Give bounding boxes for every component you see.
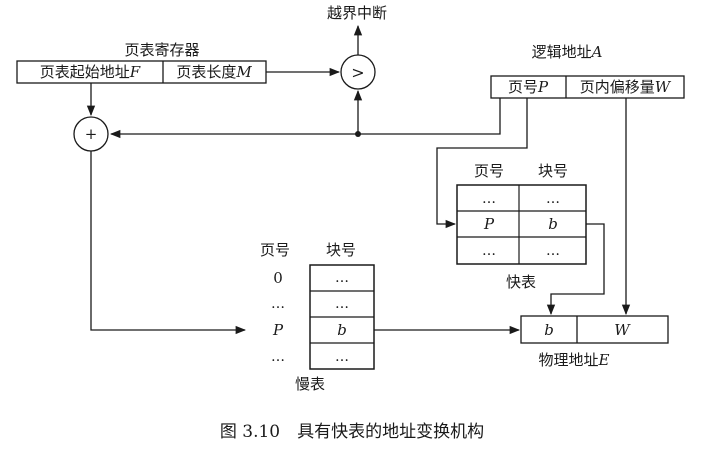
physical-offset-field: W bbox=[614, 321, 631, 339]
slow-table bbox=[309, 264, 375, 370]
comparator-symbol: > bbox=[351, 63, 364, 82]
slow-table-row-block: … bbox=[335, 296, 349, 312]
comparator: > bbox=[340, 54, 376, 90]
fast-table-row-block: … bbox=[546, 191, 560, 207]
fast-table bbox=[456, 184, 587, 265]
slow-table-caption: 慢表 bbox=[295, 375, 325, 393]
logical-offset-field: 页内偏移量W bbox=[580, 78, 672, 96]
overflow-interrupt-label: 越界中断 bbox=[327, 4, 387, 22]
fast-table-row-block: b bbox=[548, 215, 558, 233]
slow-table-row-page: … bbox=[271, 349, 285, 365]
connector-lines bbox=[86, 24, 631, 335]
adder-symbol: + bbox=[85, 125, 98, 143]
slow-table-row-block: b bbox=[337, 321, 347, 339]
logical-address-title: 逻辑地址A bbox=[532, 43, 603, 61]
slow-table-row-page: … bbox=[271, 296, 285, 312]
fast-table-row-block: … bbox=[546, 243, 560, 259]
register-start-address-field: 页表起始地址F bbox=[40, 63, 141, 81]
page-table-register-title: 页表寄存器 bbox=[124, 41, 199, 59]
fast-table-col-page: 页号 bbox=[474, 162, 504, 180]
fast-table-row-page: … bbox=[482, 243, 496, 259]
slow-table-col-page: 页号 bbox=[260, 241, 290, 259]
adder: + bbox=[73, 116, 109, 152]
slow-table-row-block: … bbox=[335, 270, 349, 286]
figure-caption: 图 3.10 具有快表的地址变换机构 bbox=[220, 422, 484, 442]
physical-block-field: b bbox=[544, 321, 554, 339]
slow-table-row-page: 0 bbox=[273, 269, 283, 287]
logical-address bbox=[490, 75, 685, 99]
fast-table-row-page: P bbox=[483, 215, 495, 233]
slow-table-col-block: 块号 bbox=[326, 241, 356, 259]
physical-address bbox=[520, 315, 669, 344]
junction-dot bbox=[355, 131, 361, 137]
logical-page-number-field: 页号P bbox=[508, 78, 549, 96]
fast-table-col-block: 块号 bbox=[538, 162, 568, 180]
slow-table-row-page: P bbox=[272, 321, 284, 339]
fast-table-caption: 快表 bbox=[506, 273, 536, 291]
register-length-field: 页表长度M bbox=[176, 63, 252, 81]
slow-table-row-block: … bbox=[335, 349, 349, 365]
physical-address-label: 物理地址E bbox=[539, 351, 610, 369]
fast-table-row-page: … bbox=[482, 191, 496, 207]
